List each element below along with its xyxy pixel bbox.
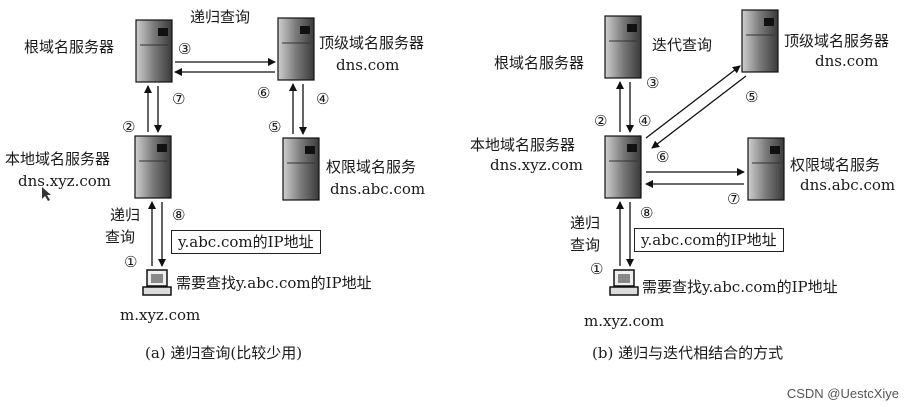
left-client-host: m.xyz.com	[120, 306, 201, 324]
right-auth-label: 权限域名服务	[790, 156, 881, 174]
right-local-label: 本地域名服务器	[470, 136, 576, 154]
left-step-5: ⑤	[268, 118, 282, 136]
left-tld-label: 顶级域名服务器	[319, 34, 425, 52]
left-title: 递归查询	[190, 8, 251, 26]
right-step-7: ⑦	[727, 190, 741, 208]
right-caption: (b) 递归与迭代相结合的方式	[592, 344, 784, 362]
left-caption: (a) 递归查询(比较少用)	[145, 344, 303, 362]
right-step-3: ③	[646, 74, 660, 92]
left-auth-host: dns.abc.com	[330, 180, 426, 198]
left-step-7: ⑦	[172, 90, 186, 108]
auth-server-icon-b	[747, 137, 785, 201]
right-step-4: ④	[638, 112, 652, 130]
right-tld-host: dns.com	[815, 52, 879, 70]
left-root-label: 根域名服务器	[24, 38, 115, 56]
left-step-3: ③	[178, 40, 192, 58]
right-step-6: ⑥	[656, 148, 670, 166]
left-step-8: ⑧	[172, 206, 186, 224]
right-answer-box: y.abc.com的IP地址	[634, 228, 784, 252]
right-step-5: ⑤	[745, 88, 759, 106]
client-computer-icon	[142, 269, 172, 296]
root-server-icon-b	[604, 15, 642, 79]
auth-server-icon	[282, 137, 320, 201]
right-local-host: dns.xyz.com	[490, 156, 583, 174]
watermark: CSDN @UestcXiye	[786, 386, 899, 401]
left-auth-label: 权限域名服务	[326, 158, 417, 176]
arrow-b-step-5	[651, 75, 747, 149]
right-step-2: ②	[594, 112, 608, 130]
left-query-label-1: 递归	[110, 206, 141, 224]
right-title: 迭代查询	[652, 36, 713, 54]
right-query-label-2: 查询	[570, 236, 601, 254]
right-query-label-1: 递归	[570, 214, 601, 232]
right-root-label: 根域名服务器	[494, 54, 585, 72]
root-server-icon	[135, 19, 173, 83]
left-local-host: dns.xyz.com	[18, 172, 111, 190]
left-local-label: 本地域名服务器	[5, 150, 111, 168]
left-answer-box: y.abc.com的IP地址	[171, 230, 321, 254]
left-step-1: ①	[124, 253, 138, 271]
right-auth-host: dns.abc.com	[800, 176, 896, 194]
left-step-4: ④	[316, 90, 330, 108]
client-computer-icon-b	[609, 269, 639, 296]
left-step-2: ②	[122, 118, 136, 136]
left-need-text: 需要查找y.abc.com的IP地址	[176, 274, 372, 292]
tld-server-icon-b	[741, 9, 779, 73]
left-query-label-2: 查询	[105, 228, 136, 246]
right-client-host: m.xyz.com	[584, 312, 665, 330]
left-tld-host: dns.com	[336, 56, 400, 74]
local-server-icon	[134, 135, 172, 199]
local-server-icon-b	[604, 135, 642, 199]
left-step-6: ⑥	[257, 84, 271, 102]
right-tld-label: 顶级域名服务器	[784, 32, 890, 50]
arrow-b-step-4	[645, 65, 741, 139]
right-step-1: ①	[590, 260, 604, 278]
tld-server-icon	[277, 17, 315, 81]
right-need-text: 需要查找y.abc.com的IP地址	[642, 278, 838, 296]
right-step-8: ⑧	[640, 204, 654, 222]
cursor-icon	[42, 187, 51, 201]
